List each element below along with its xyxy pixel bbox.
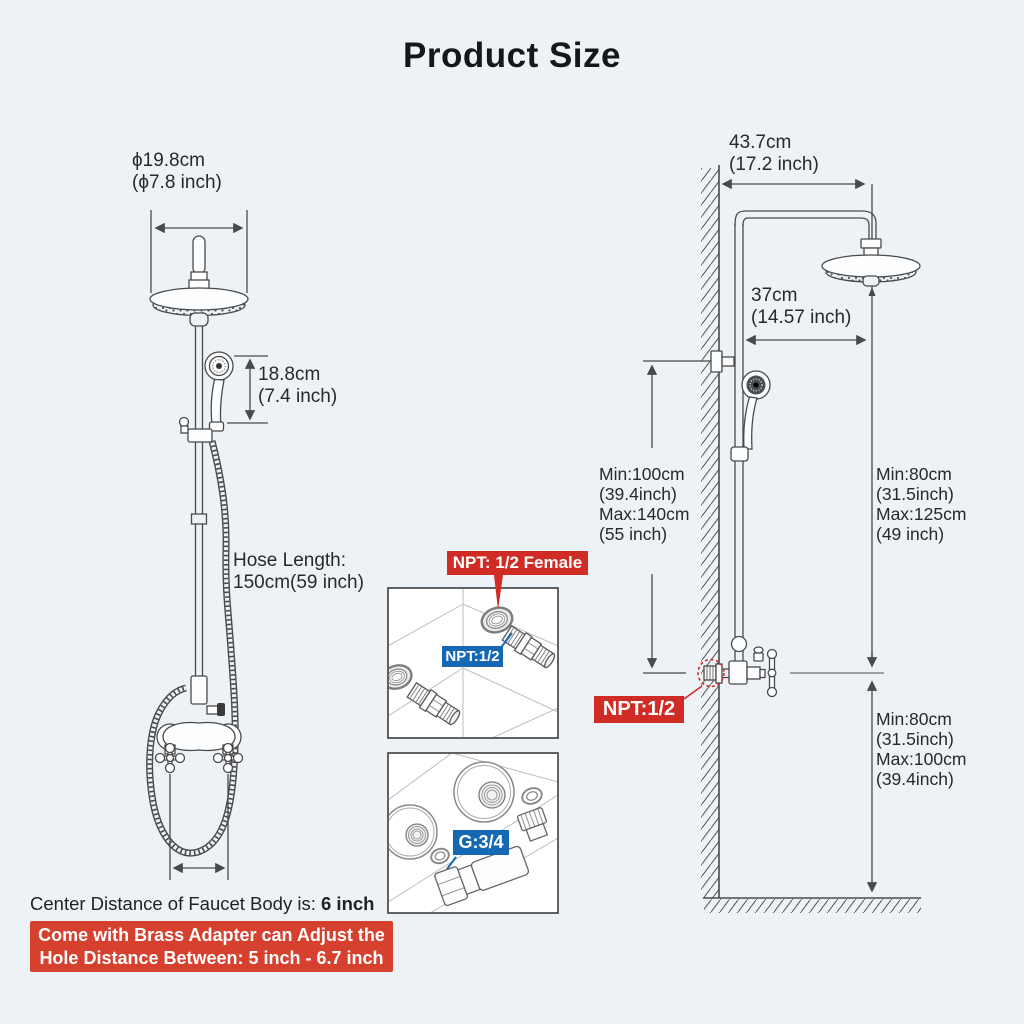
wall-bracket (710, 350, 735, 373)
npt-female-label: NPT: 1/2 Female (447, 551, 588, 575)
wall-hatching (701, 165, 720, 898)
npt-half-red-label: NPT:1/2 (594, 696, 684, 723)
hose-length-label: Hose Length: 150cm(59 inch) (233, 550, 364, 593)
head-diameter-label: ϕ19.8cm (ϕ7.8 inch) (132, 150, 222, 193)
cross-handle-valve (766, 648, 778, 698)
hand-shower-size-label: 18.8cm (7.4 inch) (258, 364, 338, 407)
g34-leader-line (446, 856, 457, 870)
washer-2 (430, 847, 450, 865)
cross-handle-left (154, 742, 186, 774)
page-title: Product Size (403, 36, 621, 75)
right-lower-range-label: Min:80cm (31.5inch) Max:100cm (39.4inch) (876, 709, 967, 789)
shower-hose (146, 440, 239, 857)
hand-shower (178, 351, 234, 443)
floor-hatching (703, 897, 921, 913)
hand-shower-right (730, 370, 771, 462)
center-distance-dimension (169, 774, 229, 880)
wall-escutcheon-2 (389, 804, 438, 860)
left-vertical-dimension (643, 360, 712, 674)
arm-length-label: 43.7cm (17.2 inch) (729, 132, 819, 175)
faucet-body (154, 675, 244, 774)
red-pointer-wedge (494, 575, 503, 610)
wall-escutcheon-1 (453, 761, 515, 823)
head-offset-label: 37cm (14.57 inch) (751, 285, 852, 328)
washer-1 (521, 787, 543, 805)
cross-handle-right (212, 742, 244, 774)
g34-label: G:3/4 (453, 830, 509, 855)
threaded-port (516, 807, 549, 842)
female-thread-ring (480, 606, 514, 634)
center-distance-note: Center Distance of Faucet Body is: 6 inc… (30, 893, 375, 914)
brass-adapter-banner: Come with Brass Adapter can Adjust the H… (30, 921, 393, 972)
npt-callout-circle (697, 658, 725, 688)
left-shower-drawing (146, 210, 268, 880)
npt-adapter-fitting-2 (406, 681, 461, 726)
npt-adapter-fitting (501, 624, 556, 669)
hand-shower-dimension (227, 355, 268, 424)
female-thread-ring-2 (389, 664, 413, 690)
inset-npt-adapters (387, 575, 559, 739)
npt-half-blue-label: NPT:1/2 (442, 646, 503, 667)
left-height-range-label: Min:100cm (39.4inch) Max:140cm (55 inch) (599, 464, 690, 544)
right-upper-range-label: Min:80cm (31.5inch) Max:125cm (49 inch) (876, 464, 967, 544)
npt-leader-line (683, 685, 703, 700)
supply-valve (703, 646, 778, 698)
head-diameter-dimension (150, 210, 248, 293)
right-shower-drawing (643, 165, 921, 913)
rain-shower-head (149, 287, 249, 327)
rain-shower-head-right (821, 254, 921, 287)
